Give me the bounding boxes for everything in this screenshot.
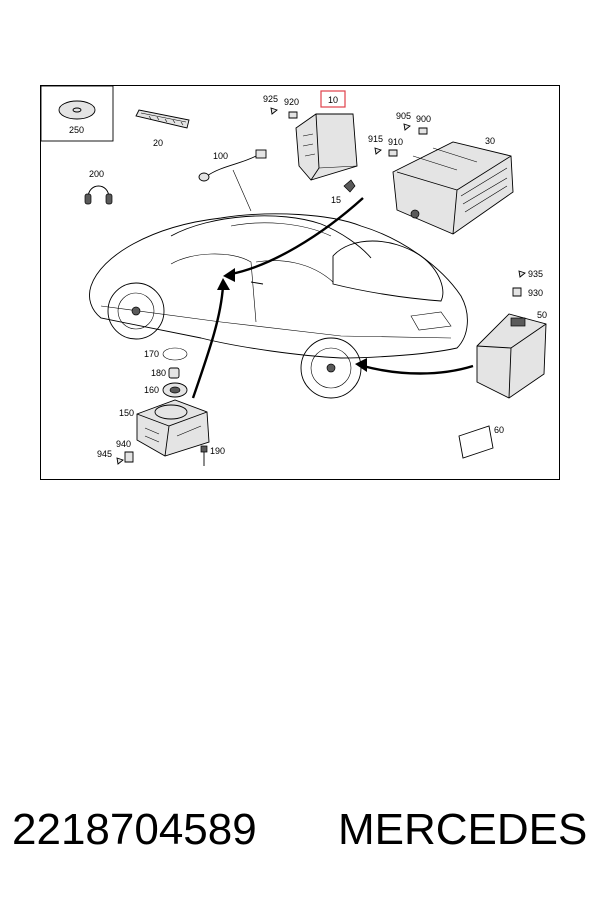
callout-910: 910 xyxy=(388,137,403,147)
callout-15: 15 xyxy=(331,195,341,205)
callout-935: 935 xyxy=(528,269,543,279)
callout-200: 200 xyxy=(89,169,104,179)
callout-10: 10 xyxy=(328,95,338,105)
callout-150: 150 xyxy=(119,408,134,418)
disc-icon xyxy=(58,100,96,120)
part-200-headphones: 200 xyxy=(84,169,113,205)
part-20-remote: 20 xyxy=(135,109,190,148)
callout-160: 160 xyxy=(144,385,159,395)
brand-name: MERCEDES xyxy=(338,805,588,854)
callout-925: 925 xyxy=(263,94,278,104)
arrows xyxy=(191,197,474,399)
callout-940: 940 xyxy=(116,439,131,449)
part-number: 2218704589 xyxy=(12,805,257,854)
diagram-canvas: 250 20 925 920 10 15 905 900 915 910 30 xyxy=(41,86,547,466)
callout-10-highlight xyxy=(320,90,346,108)
callout-250: 250 xyxy=(69,125,84,135)
part-150-controller: 150 940 945 190 xyxy=(97,399,225,466)
parts-diagram: 250 20 925 920 10 15 905 900 915 910 30 xyxy=(40,85,560,480)
part-60-label: 60 xyxy=(458,425,504,459)
part-100-cable: 100 xyxy=(198,149,267,212)
part-170-160-stack: 170 180 160 xyxy=(144,347,188,398)
callout-180: 180 xyxy=(151,368,166,378)
part-30-head-unit: 905 900 915 910 30 xyxy=(368,111,514,235)
callout-30: 30 xyxy=(485,136,495,146)
part-10-module: 925 920 10 15 xyxy=(263,90,358,205)
callout-930: 930 xyxy=(528,288,543,298)
footer: 2218704589 MERCEDES xyxy=(0,800,600,860)
callout-190: 190 xyxy=(210,446,225,456)
callout-945: 945 xyxy=(97,449,112,459)
callout-100: 100 xyxy=(213,151,228,161)
callout-900: 900 xyxy=(416,114,431,124)
callout-60: 60 xyxy=(494,425,504,435)
part-250-box: 250 xyxy=(41,86,114,142)
part-50-module: 935 930 50 xyxy=(476,269,547,399)
callout-170: 170 xyxy=(144,349,159,359)
callout-20: 20 xyxy=(153,138,163,148)
callout-905: 905 xyxy=(396,111,411,121)
callout-915: 915 xyxy=(368,134,383,144)
car-illustration xyxy=(89,213,468,399)
callout-50: 50 xyxy=(537,310,547,320)
callout-920: 920 xyxy=(284,97,299,107)
